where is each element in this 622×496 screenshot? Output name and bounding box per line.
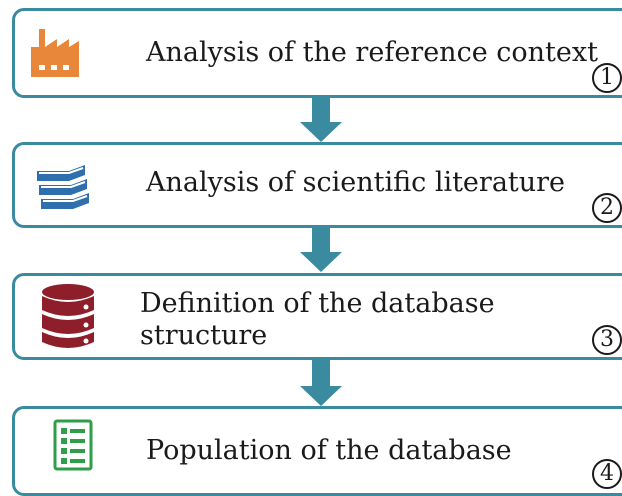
step-4-box: Population of the database 4: [12, 406, 622, 496]
step-3-number: 3: [592, 325, 622, 355]
step-3-box: Definition of the database structure 3: [12, 273, 622, 360]
books-icon: [37, 165, 89, 209]
step-4-label: Population of the database: [146, 435, 512, 466]
step-1-box: Analysis of the reference context 1: [12, 8, 622, 98]
step-3-label-line2: structure: [140, 320, 268, 351]
checklist-icon: [53, 419, 93, 471]
step-2-number: 2: [592, 193, 622, 223]
step-2-label: Analysis of scientific literature: [146, 167, 566, 198]
arrow-down-3: [300, 360, 342, 406]
step-4-number: 4: [592, 459, 622, 489]
database-icon: [42, 284, 94, 348]
factory-icon: [31, 29, 79, 77]
step-2-box: Analysis of scientific literature 2: [12, 142, 622, 228]
arrow-down-2: [300, 228, 342, 272]
step-1-label: Analysis of the reference context: [146, 37, 598, 68]
step-3-label-line1: Definition of the database: [140, 288, 495, 319]
step-1-number: 1: [592, 63, 622, 93]
arrow-down-1: [300, 98, 342, 142]
